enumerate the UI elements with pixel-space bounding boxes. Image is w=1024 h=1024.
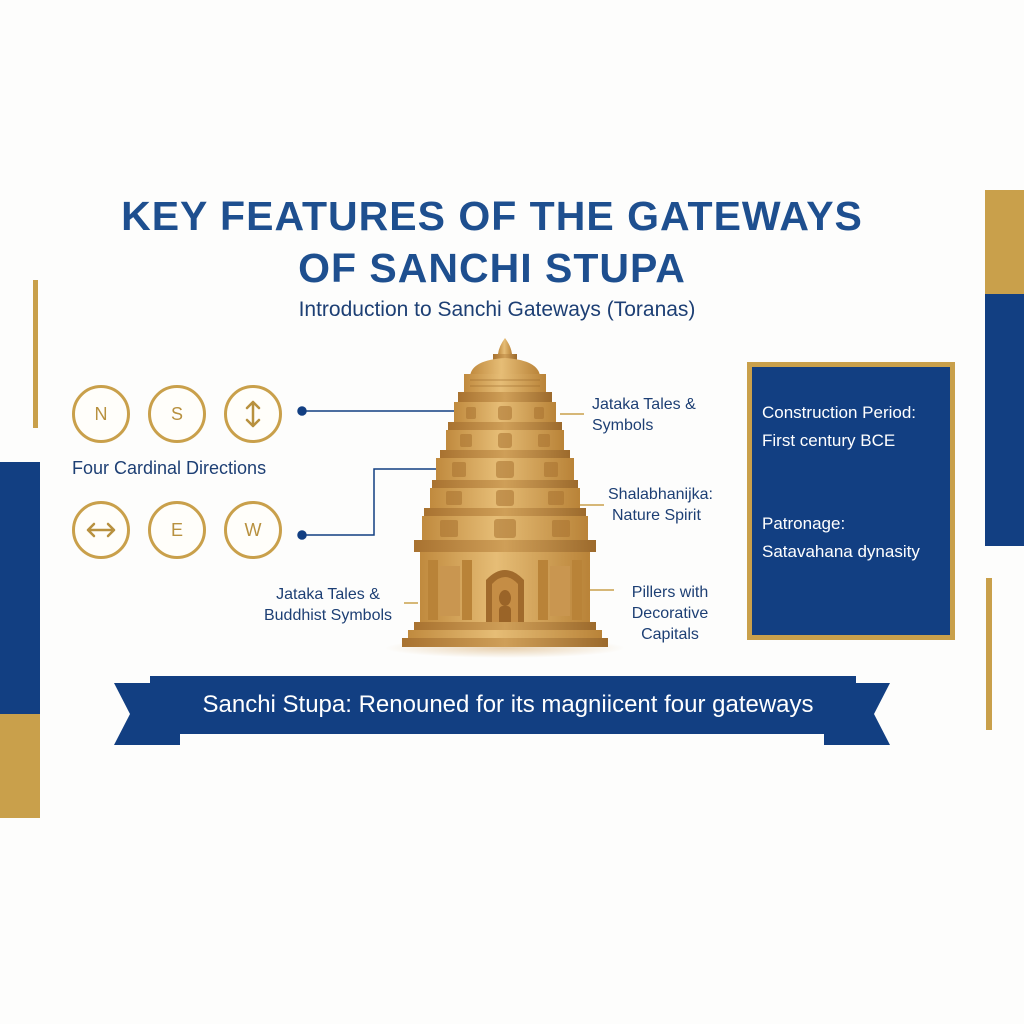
callout-pillars-line1: Pillers with <box>631 584 709 601</box>
left-gold-line <box>33 280 38 428</box>
callout-jataka-symbols-line1: Jataka Tales & <box>592 396 696 413</box>
direction-w-badge: W <box>224 501 282 559</box>
patronage-value: Satavahana dynasity <box>762 542 920 561</box>
right-navy-block <box>985 294 1024 546</box>
callout-pillars: Pillers with Decorative Capitals <box>620 582 720 645</box>
title-line-2: OF SANCHI STUPA <box>298 245 686 291</box>
direction-s-text: S <box>170 403 183 424</box>
direction-s-badge: S <box>148 385 206 443</box>
direction-n-text: N <box>94 403 108 424</box>
callout-shalabhanjika: Shalabhanijka: Nature Spirit <box>608 484 713 526</box>
left-navy-block <box>0 462 40 714</box>
ribbon-text: Sanchi Stupa: Renouned for its magniicen… <box>202 691 814 718</box>
callout-buddhist-symbols-line2: Buddhist Symbols <box>263 607 393 624</box>
direction-n-badge: N <box>72 385 130 443</box>
callout-buddhist-symbols-line1: Jataka Tales & <box>276 586 380 603</box>
page-subtitle: Introduction to Sanchi Gateways (Toranas… <box>298 298 696 321</box>
vertical-arrow-icon <box>245 400 261 428</box>
four-directions-label: Four Cardinal Directions <box>72 458 267 478</box>
callout-jataka-symbols-line2: Symbols <box>592 417 654 434</box>
construction-period-value: First century BCE <box>762 431 896 450</box>
callout-jataka-symbols: Jataka Tales & Symbols <box>592 394 696 436</box>
info-box: Construction Period: First century BCE P… <box>747 362 955 640</box>
horizontal-arrow-icon <box>86 522 116 538</box>
horizontal-arrow-badge <box>72 501 130 559</box>
title-line-1: KEY FEATURES OF THE GATEWAYS <box>121 193 863 239</box>
left-gold-block <box>0 714 40 818</box>
callout-shalabhanjika-line1: Shalabhanijka: <box>608 486 713 503</box>
callout-shalabhanjika-line2: Nature Spirit <box>612 507 701 524</box>
construction-period-label: Construction Period: <box>762 403 917 422</box>
patronage-label: Patronage: <box>762 514 846 533</box>
direction-e-text: E <box>170 519 183 540</box>
callout-pillars-line3: Capitals <box>641 626 699 643</box>
callout-buddhist-symbols: Jataka Tales & Buddhist Symbols <box>256 584 400 626</box>
right-gold-line <box>986 578 992 730</box>
direction-e-badge: E <box>148 501 206 559</box>
direction-w-text: W <box>244 519 262 540</box>
page-title: KEY FEATURES OF THE GATEWAYS OF SANCHI S… <box>0 190 984 294</box>
ribbon-banner <box>114 676 890 745</box>
right-gold-block <box>985 190 1024 294</box>
vertical-arrow-badge <box>224 385 282 443</box>
callout-pillars-line2: Decorative <box>631 605 709 622</box>
